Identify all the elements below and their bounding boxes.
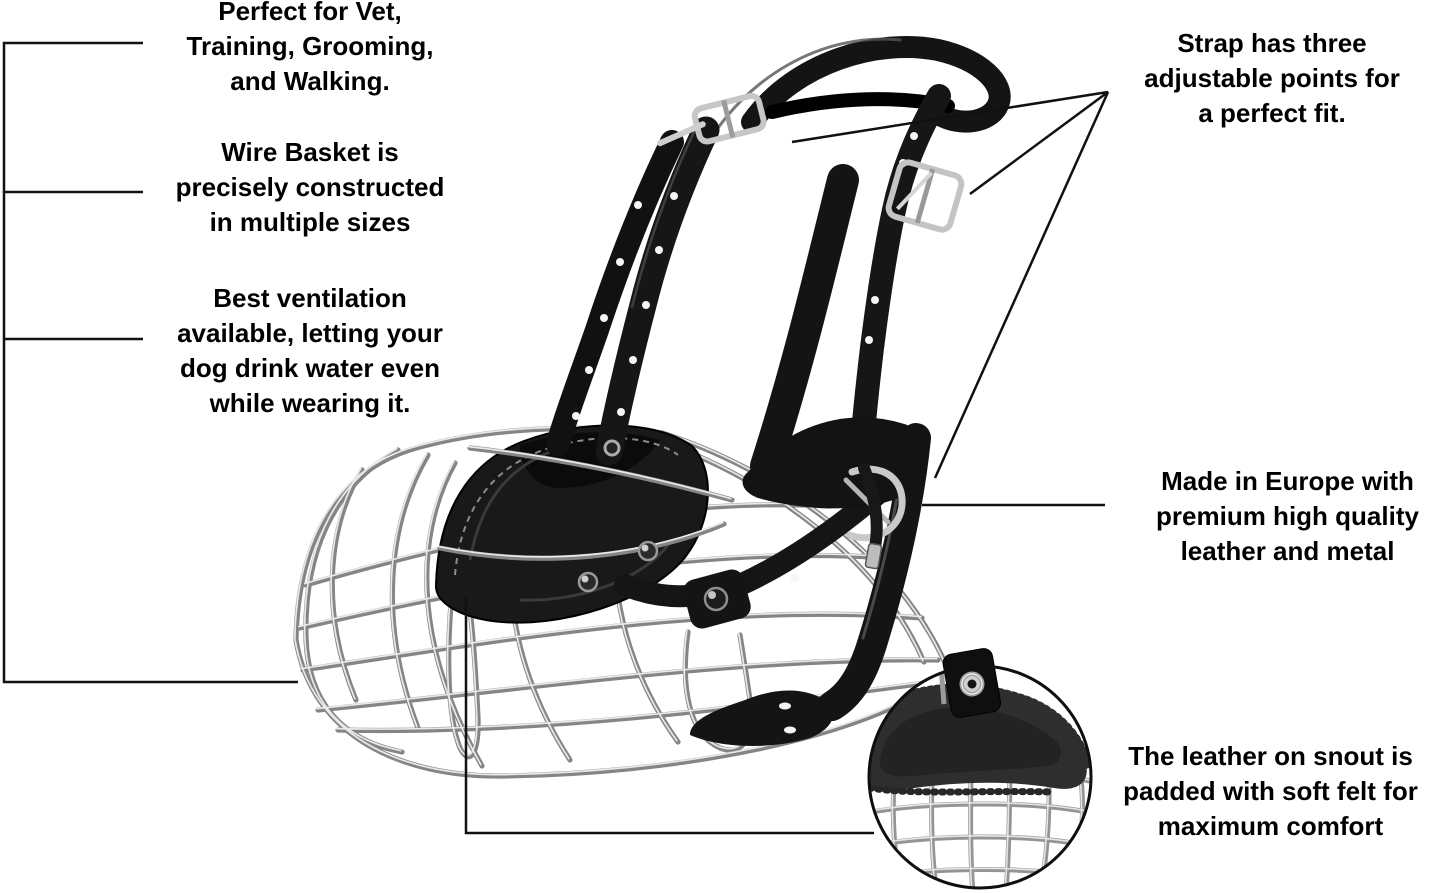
leather-tab-eyelet (942, 648, 1002, 718)
annotation-made-in-europe: Made in Europe with premium high quality… (1156, 466, 1419, 566)
callout-lines (2, 41, 1110, 835)
d-ring-buckle (843, 462, 906, 570)
annotation-felt-padding: The leather on snout is padded with soft… (1123, 741, 1418, 841)
right-cheek-strap (850, 84, 951, 458)
crown-strap (741, 36, 1011, 133)
buckles-and-rivets (577, 92, 965, 629)
callout-fan-strap-points (791, 90, 1110, 479)
annotation-wire-basket: Wire Basket is precisely constructed in … (175, 137, 445, 237)
rivets (577, 439, 751, 629)
annotation-ventilation: Best ventilation available, letting your… (177, 283, 443, 418)
strap-holes (572, 132, 918, 734)
roller-buckle (657, 92, 767, 147)
junction-piece (742, 417, 923, 509)
annotation-use-cases: Perfect for Vet, Training, Grooming, and… (186, 0, 434, 96)
neck-strap (817, 423, 931, 721)
rim-collar-strap (614, 459, 916, 608)
annotation-strap-points: Strap has three adjustable points for a … (1144, 28, 1400, 128)
inset-ring (867, 664, 1093, 890)
head-straps (546, 36, 1011, 746)
chin-piece (690, 690, 834, 746)
callout-lines-left (2, 41, 298, 684)
callout-line-inset (464, 597, 874, 835)
cheek-strap (750, 164, 859, 482)
adjuster-buckle (885, 159, 965, 233)
felt-detail-inset (867, 648, 1093, 890)
